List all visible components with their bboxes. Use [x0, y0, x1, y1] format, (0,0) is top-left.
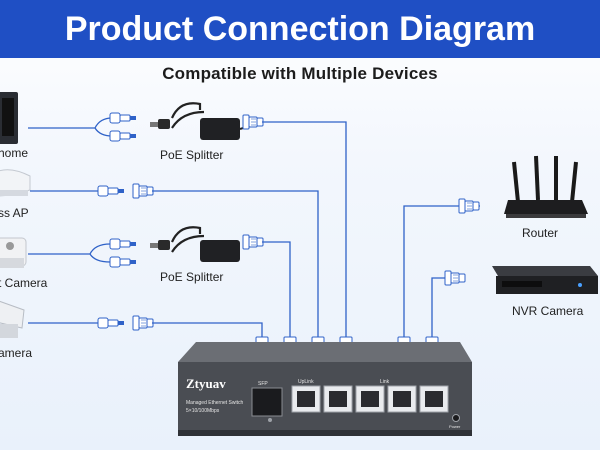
splitter-label-2: PoE Splitter — [160, 270, 224, 284]
dc-plug-icon — [109, 130, 137, 142]
dc-plug-icon — [97, 185, 125, 197]
switch-sfp-label: SFP — [258, 381, 268, 387]
smart-home-device — [0, 92, 18, 144]
rj45-connector-icon — [242, 114, 264, 130]
switch-uplink-label: UpLink — [298, 379, 314, 385]
rj45-connector-icon — [132, 183, 154, 199]
splitter-label-1: PoE Splitter — [160, 148, 224, 162]
dc-plug-icon — [109, 238, 137, 250]
dc-plug-icon — [97, 317, 125, 329]
router-device — [504, 155, 588, 218]
device-label-nvr: NVR Camera — [512, 304, 584, 318]
switch-model-line1: Managed Ethernet Switch — [186, 400, 244, 406]
device-label-security-camera: amera — [0, 346, 33, 360]
switch-link-label: Link — [380, 379, 390, 385]
switch-model-line2: 5×10/100Mbps — [186, 408, 220, 414]
switch-cables — [152, 121, 480, 338]
wireless-ap-device — [0, 169, 31, 197]
left-cables — [28, 117, 113, 324]
dc-plug-icon — [109, 256, 137, 268]
dc-plug-icon — [109, 112, 137, 124]
ip-camera-device — [0, 237, 27, 268]
device-label-wireless-ap: ss AP — [0, 206, 29, 220]
switch-brand: Ztyuav — [186, 376, 226, 391]
device-label-ip-camera: t Camera — [0, 276, 48, 290]
switch-power-label: Power — [449, 424, 461, 429]
nvr-device — [492, 266, 598, 294]
rj45-connector-icon — [242, 234, 264, 250]
title-banner — [0, 0, 600, 58]
page-subtitle: Compatible with Multiple Devices — [162, 64, 438, 83]
ethernet-switch — [178, 342, 472, 436]
device-label-router: Router — [522, 226, 559, 240]
poe-splitter-2 — [150, 226, 240, 262]
security-camera-device — [0, 300, 25, 338]
rj45-connector-icon — [132, 315, 154, 331]
rj45-connector-icon — [458, 198, 480, 214]
device-label-smart-home: home — [0, 146, 29, 160]
page-title: Product Connection Diagram — [64, 10, 536, 48]
rj45-connector-icon — [444, 270, 466, 286]
